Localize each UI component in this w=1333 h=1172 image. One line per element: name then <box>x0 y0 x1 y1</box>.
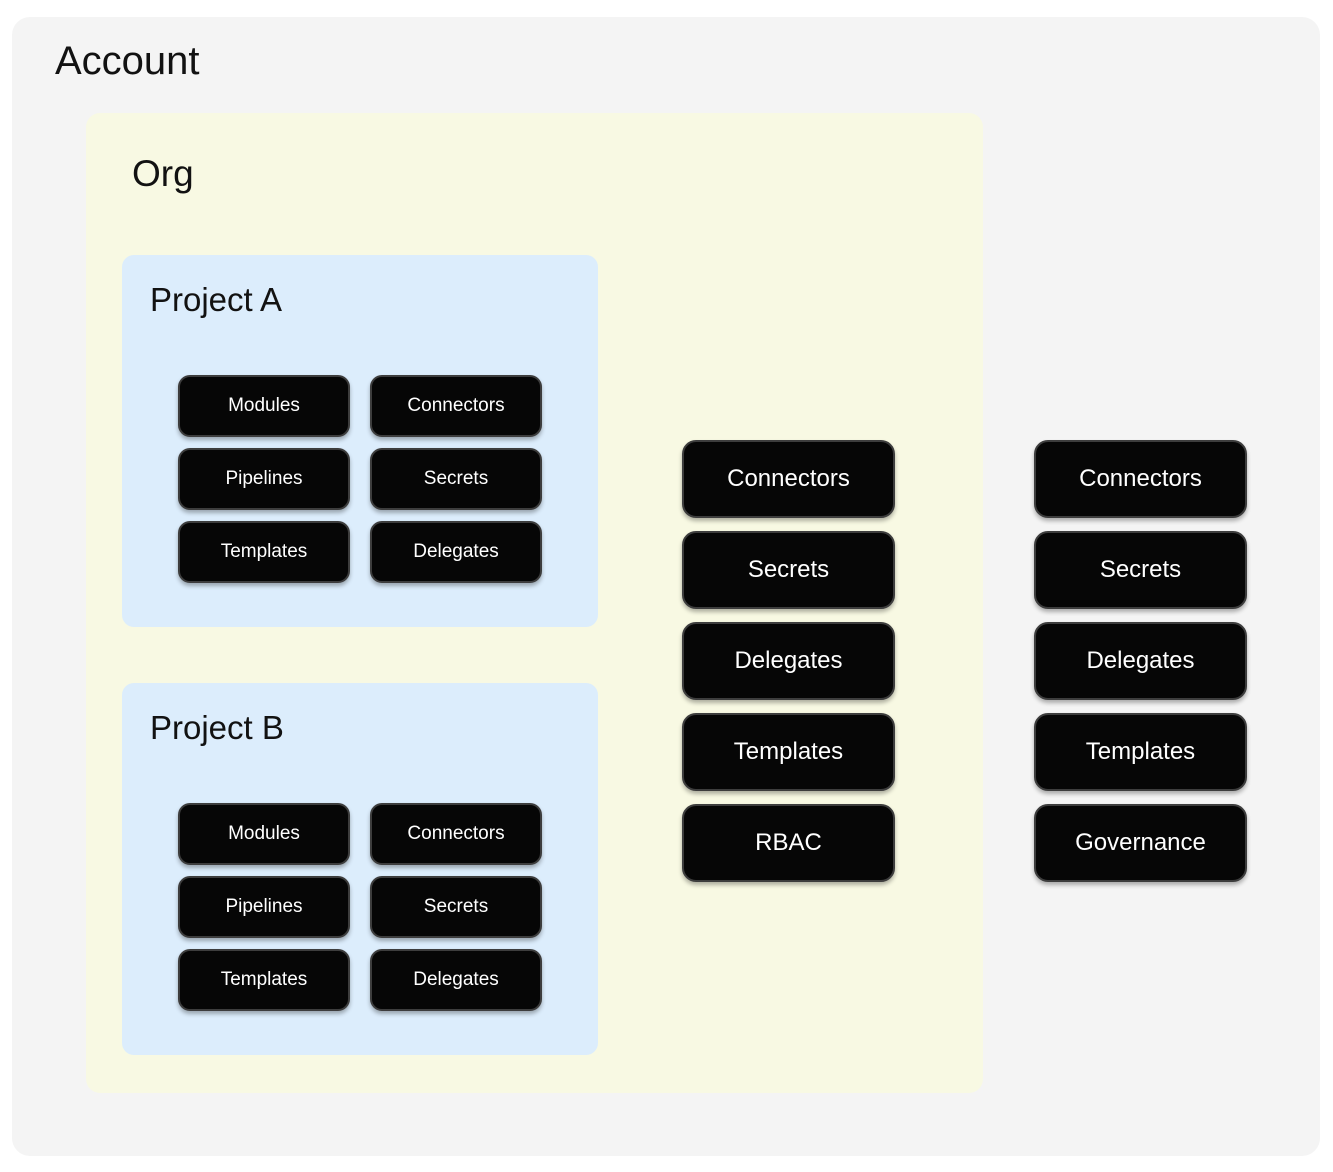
node-project-a-pipelines: Pipelines <box>178 448 350 510</box>
org-title: Org <box>132 153 194 194</box>
org-resource-stack: Connectors Secrets Delegates Templates R… <box>682 440 895 882</box>
node-project-a-modules: Modules <box>178 375 350 437</box>
node-account-delegates: Delegates <box>1034 622 1247 700</box>
project-b-title: Project B <box>150 709 284 746</box>
node-account-templates: Templates <box>1034 713 1247 791</box>
node-org-delegates: Delegates <box>682 622 895 700</box>
project-a-container: Project A Modules Connectors Pipelines S… <box>122 255 598 627</box>
node-account-secrets: Secrets <box>1034 531 1247 609</box>
node-project-b-connectors: Connectors <box>370 803 542 865</box>
node-project-a-templates: Templates <box>178 521 350 583</box>
node-org-secrets: Secrets <box>682 531 895 609</box>
node-account-connectors: Connectors <box>1034 440 1247 518</box>
project-a-resource-grid: Modules Connectors Pipelines Secrets Tem… <box>178 375 542 583</box>
node-org-rbac: RBAC <box>682 804 895 882</box>
node-project-b-modules: Modules <box>178 803 350 865</box>
node-project-a-delegates: Delegates <box>370 521 542 583</box>
node-project-a-secrets: Secrets <box>370 448 542 510</box>
account-scope-container: Account Org Project A Modules Connectors… <box>12 17 1320 1156</box>
node-org-connectors: Connectors <box>682 440 895 518</box>
node-org-templates: Templates <box>682 713 895 791</box>
node-project-b-secrets: Secrets <box>370 876 542 938</box>
project-b-container: Project B Modules Connectors Pipelines S… <box>122 683 598 1055</box>
node-account-governance: Governance <box>1034 804 1247 882</box>
node-project-a-connectors: Connectors <box>370 375 542 437</box>
project-a-title: Project A <box>150 281 283 318</box>
account-title: Account <box>55 39 200 83</box>
node-project-b-templates: Templates <box>178 949 350 1011</box>
account-resource-stack: Connectors Secrets Delegates Templates G… <box>1034 440 1247 882</box>
node-project-b-delegates: Delegates <box>370 949 542 1011</box>
org-scope-container: Org Project A Modules Connectors Pipelin… <box>86 113 983 1093</box>
project-b-resource-grid: Modules Connectors Pipelines Secrets Tem… <box>178 803 542 1011</box>
node-project-b-pipelines: Pipelines <box>178 876 350 938</box>
